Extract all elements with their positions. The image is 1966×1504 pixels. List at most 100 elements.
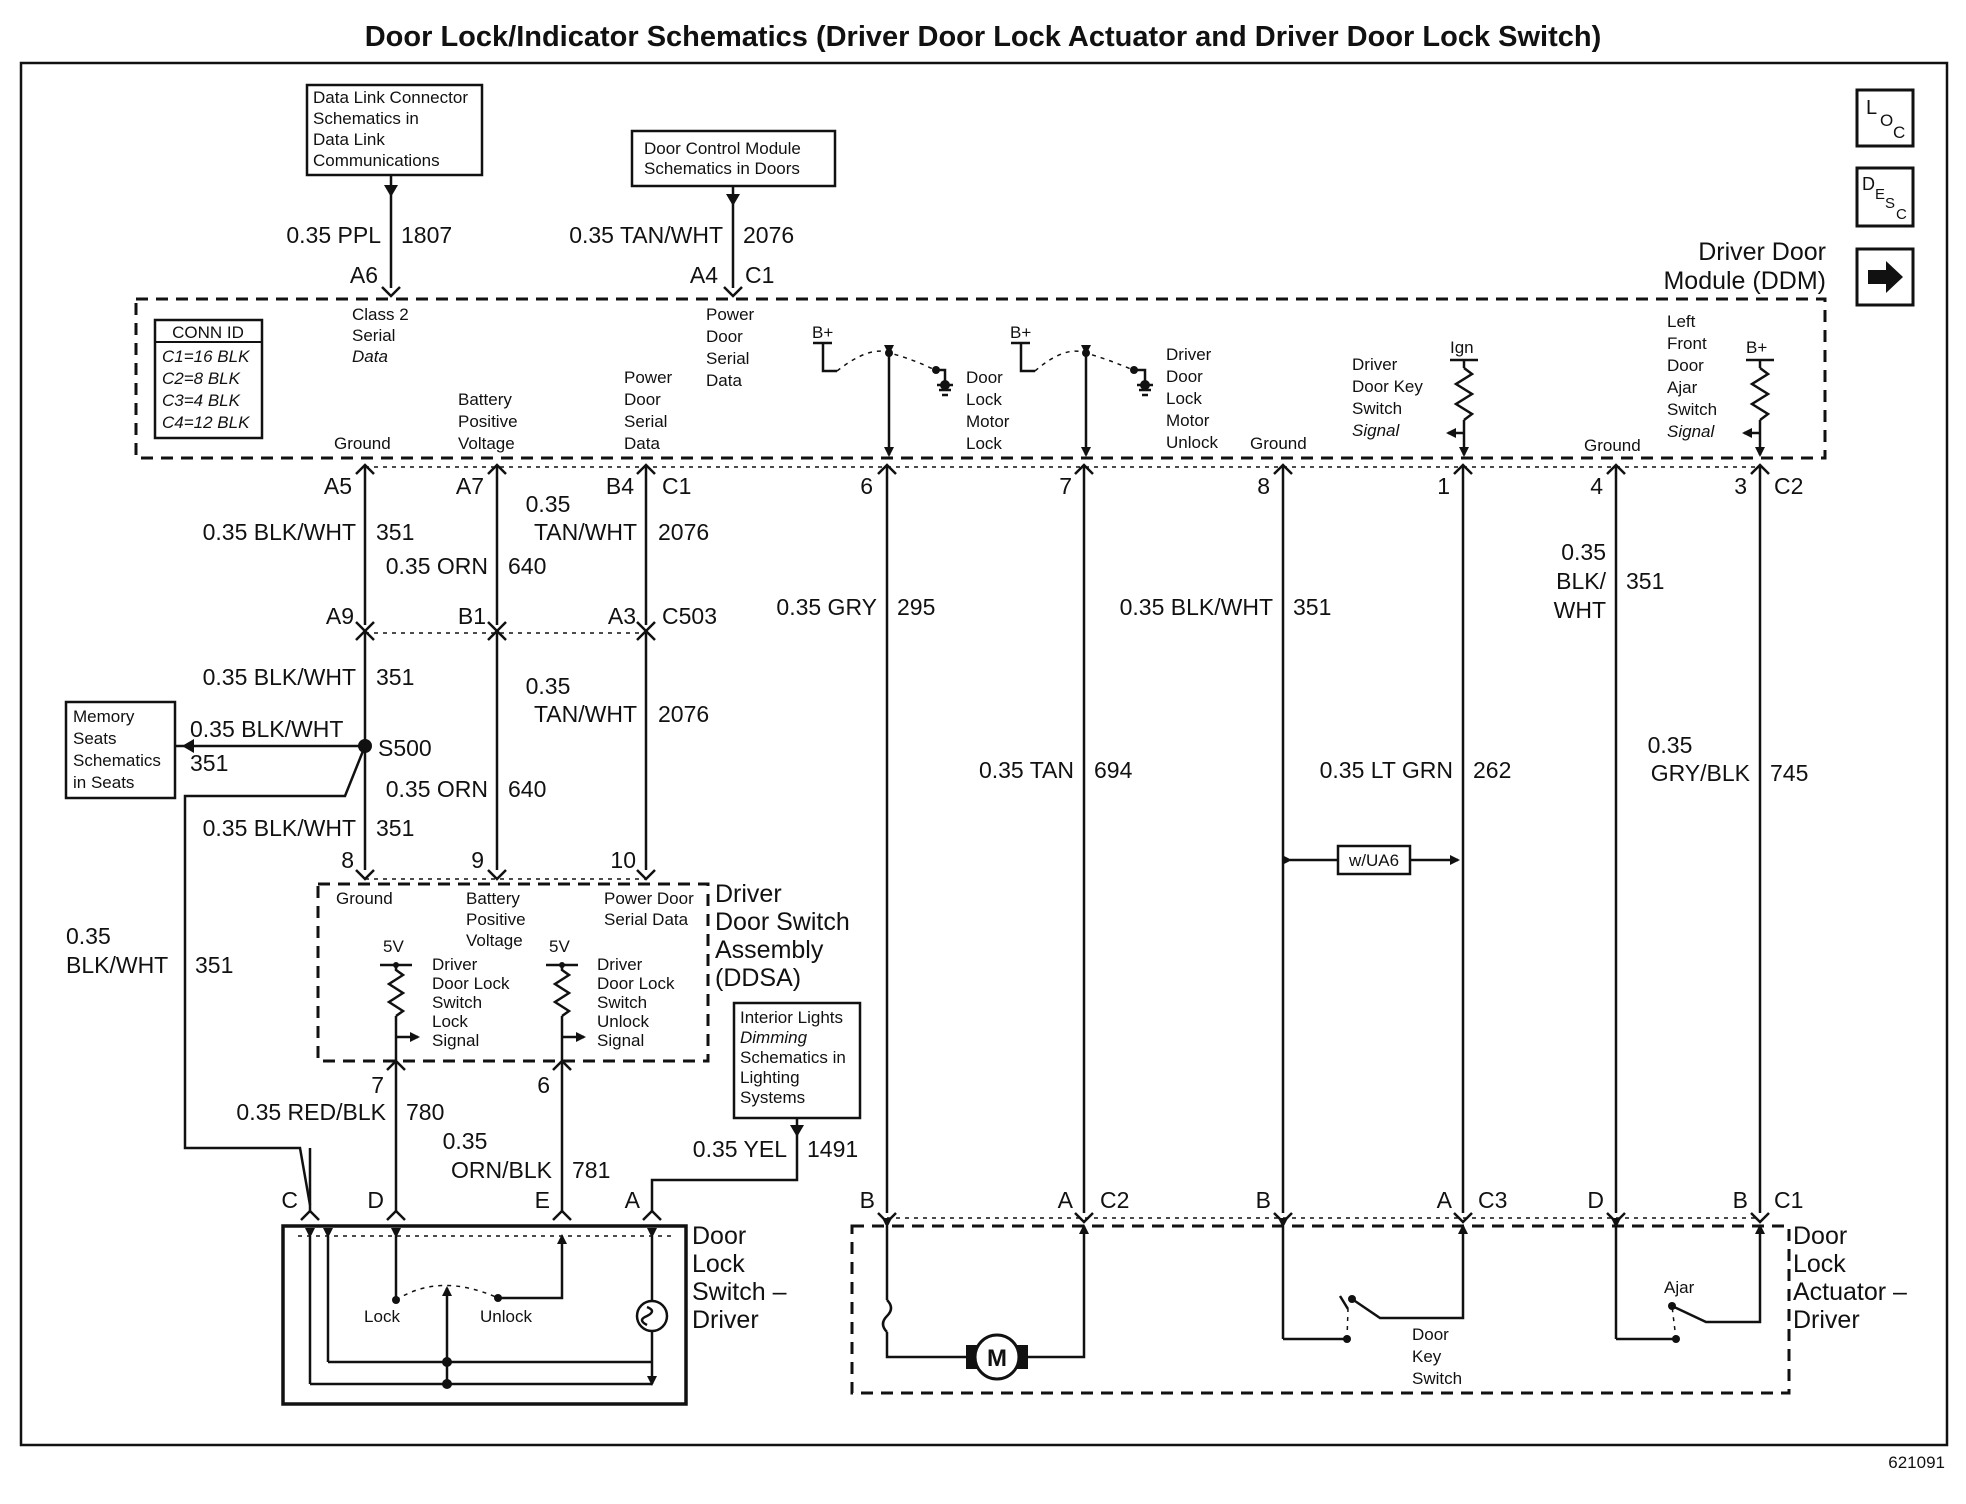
svg-text:A: A	[625, 1187, 641, 1213]
door-lock-actuator-name: Door Lock Actuator – Driver	[1793, 1222, 1907, 1334]
svg-text:A: A	[1437, 1187, 1453, 1213]
svg-text:Signal: Signal	[432, 1031, 479, 1050]
svg-text:Motor: Motor	[966, 412, 1010, 431]
loc-icon[interactable]: L O C	[1855, 88, 1915, 148]
svg-text:0.35: 0.35	[526, 491, 571, 517]
wire-781: 0.35 ORN/BLK 781	[443, 1062, 610, 1213]
door-lock-actuator-driver	[850, 1224, 1791, 1395]
svg-text:351: 351	[195, 952, 233, 978]
desc-icon[interactable]: D E S C	[1855, 166, 1915, 228]
svg-text:Unlock: Unlock	[480, 1307, 532, 1326]
svg-text:B: B	[1256, 1187, 1271, 1213]
dlc-reference-box[interactable]: Data Link Connector Schematics in Data L…	[305, 83, 484, 177]
memory-seats-reference-box[interactable]: Memory Seats Schematics in Seats	[64, 700, 177, 800]
svg-text:Door Lock: Door Lock	[597, 974, 675, 993]
switch-connector-row: C D E A	[281, 1187, 662, 1221]
svg-text:Battery: Battery	[466, 889, 520, 908]
svg-text:C3=4 BLK: C3=4 BLK	[162, 391, 241, 410]
svg-text:10: 10	[610, 847, 636, 873]
svg-text:8: 8	[341, 847, 354, 873]
svg-text:GRY/BLK: GRY/BLK	[1651, 760, 1751, 786]
wire-1807: 0.35 PPL 1807 A6	[286, 175, 452, 288]
svg-text:Interior Lights: Interior Lights	[740, 1008, 843, 1027]
svg-text:C2: C2	[1774, 473, 1803, 499]
svg-text:Lock: Lock	[432, 1012, 468, 1031]
svg-text:295: 295	[897, 594, 935, 620]
ddsa-pdsd-label: Power Door Serial Data	[604, 889, 694, 929]
svg-text:C: C	[1893, 123, 1905, 142]
svg-text:8: 8	[1257, 473, 1270, 499]
svg-text:Module (DDM): Module (DDM)	[1663, 267, 1826, 295]
svg-text:Door: Door	[1412, 1325, 1449, 1344]
svg-text:Schematics: Schematics	[73, 751, 161, 770]
svg-text:6: 6	[860, 473, 873, 499]
svg-text:Serial Data: Serial Data	[604, 910, 689, 929]
svg-text:Switch: Switch	[432, 993, 482, 1012]
svg-text:0.35 BLK/WHT: 0.35 BLK/WHT	[203, 519, 356, 545]
svg-text:Door Switch: Door Switch	[715, 908, 850, 936]
wire-351-mid: 0.35 BLK/WHT 351	[1120, 467, 1331, 1213]
svg-text:Switch: Switch	[597, 993, 647, 1012]
svg-text:0.35: 0.35	[526, 673, 571, 699]
svg-text:7: 7	[371, 1072, 384, 1098]
svg-text:Lock: Lock	[1793, 1250, 1846, 1278]
svg-text:B+: B+	[1746, 338, 1767, 357]
svg-text:Switch: Switch	[1667, 400, 1717, 419]
svg-text:Switch: Switch	[1412, 1369, 1462, 1388]
svg-text:0.35 BLK/WHT: 0.35 BLK/WHT	[203, 664, 356, 690]
svg-text:694: 694	[1094, 757, 1133, 783]
svg-text:Data Link Connector: Data Link Connector	[313, 88, 468, 107]
svg-text:Schematics in: Schematics in	[740, 1048, 846, 1067]
diagram-title: Door Lock/Indicator Schematics (Driver D…	[365, 21, 1602, 53]
svg-text:640: 640	[508, 553, 546, 579]
ajar-switch-input-symbol: B+ Left Front Door Ajar Switch Signal	[1667, 312, 1774, 457]
svg-text:S500: S500	[378, 735, 432, 761]
svg-text:A6: A6	[350, 262, 378, 288]
svg-text:TAN/WHT: TAN/WHT	[534, 701, 637, 727]
svg-text:0.35 LT GRN: 0.35 LT GRN	[1320, 757, 1453, 783]
svg-text:0.35: 0.35	[1561, 539, 1606, 565]
svg-text:C1: C1	[745, 262, 774, 288]
wire-262: 0.35 LT GRN 262	[1320, 467, 1511, 1213]
wire-1491: 0.35 YEL 1491	[650, 1118, 858, 1213]
svg-text:Data: Data	[706, 371, 742, 390]
svg-text:0.35 YEL: 0.35 YEL	[693, 1136, 787, 1162]
conn-id-table: CONN ID C1=16 BLK C2=8 BLK C3=4 BLK C4=1…	[153, 318, 264, 440]
key-switch-input-symbol: Ign Driver Door Key Switch Signal	[1352, 338, 1478, 457]
svg-text:B4: B4	[606, 473, 634, 499]
svg-text:CONN ID: CONN ID	[172, 323, 244, 342]
svg-text:B1: B1	[458, 603, 486, 629]
svg-text:B: B	[860, 1187, 875, 1213]
svg-text:Serial: Serial	[624, 412, 667, 431]
svg-text:Data: Data	[624, 434, 660, 453]
svg-text:745: 745	[1770, 760, 1808, 786]
unlock-motor-relay-symbol: B+ Driver Door Lock Motor Unlock	[1010, 323, 1218, 457]
svg-text:Signal: Signal	[1352, 421, 1400, 440]
svg-text:0.35 ORN: 0.35 ORN	[386, 776, 488, 802]
ddm-ground3-label: Ground	[1584, 436, 1641, 455]
svg-text:O: O	[1880, 111, 1893, 130]
svg-text:Key: Key	[1412, 1347, 1442, 1366]
interior-lights-reference-box[interactable]: Interior Lights Dimming Schematics in Li…	[732, 1001, 862, 1120]
svg-text:in Seats: in Seats	[73, 773, 134, 792]
diagram-frame	[19, 61, 1949, 1447]
svg-text:Door: Door	[966, 368, 1003, 387]
svg-text:Lock: Lock	[1166, 389, 1202, 408]
lock-unlock-switch-symbol: Lock Unlock	[305, 1228, 669, 1389]
next-arrow-icon[interactable]	[1855, 247, 1915, 307]
svg-text:B+: B+	[812, 323, 833, 342]
svg-text:Positive: Positive	[458, 412, 518, 431]
svg-text:M: M	[987, 1345, 1007, 1372]
svg-text:0.35 GRY: 0.35 GRY	[776, 594, 877, 620]
svg-text:1807: 1807	[401, 222, 452, 248]
svg-text:A4: A4	[690, 262, 718, 288]
svg-text:Lighting: Lighting	[740, 1068, 800, 1087]
svg-text:C503: C503	[662, 603, 717, 629]
svg-text:Class 2: Class 2	[352, 305, 409, 324]
wire-2076-top: 0.35 TAN/WHT 2076 A4 C1	[569, 186, 794, 288]
dcm-reference-box[interactable]: Door Control Module Schematics in Doors	[630, 129, 837, 188]
svg-text:351: 351	[376, 815, 414, 841]
svg-text:Dimming: Dimming	[740, 1028, 808, 1047]
svg-text:C: C	[1896, 206, 1907, 223]
svg-text:Systems: Systems	[740, 1088, 805, 1107]
